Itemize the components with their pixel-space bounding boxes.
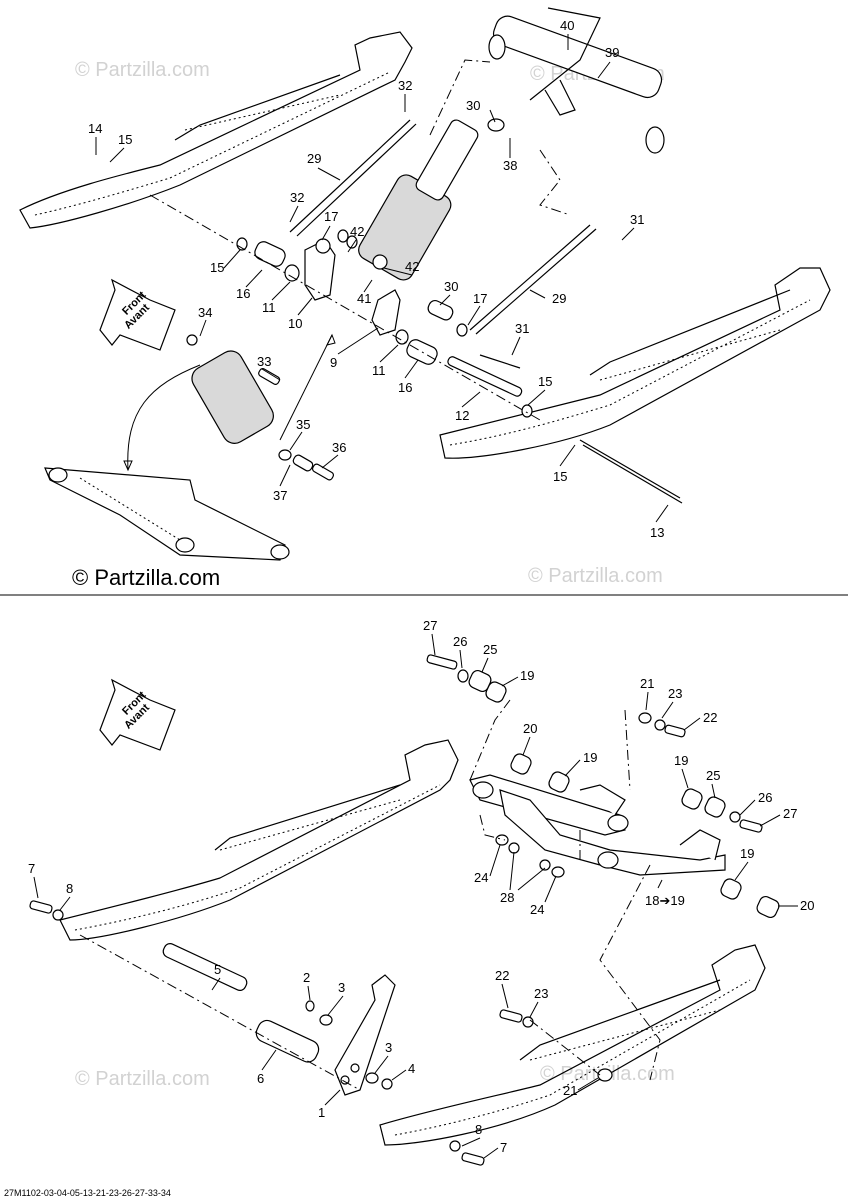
watermark-bottom-left: © Partzilla.com	[75, 1068, 210, 1090]
callout: 6	[257, 1071, 264, 1086]
callout: 34	[198, 305, 212, 320]
callout: 7	[500, 1140, 507, 1155]
callout: 27	[423, 618, 437, 633]
callout: 39	[605, 45, 619, 60]
callouts-top: 40 39 32 30 38 14 15 29 32 17 42 31 15 1…	[88, 18, 664, 540]
callout: 20	[523, 721, 537, 736]
callout: 5	[214, 962, 221, 977]
centerlines-bottom	[79, 699, 661, 1091]
callout: 1	[318, 1105, 325, 1120]
callouts-bottom: 27 26 25 19 21 23 22 20 19 19 25 26 27 2…	[28, 618, 814, 1155]
callout: 32	[290, 190, 304, 205]
callout: 15	[553, 469, 567, 484]
callout: 17	[473, 291, 487, 306]
rod-29-right	[469, 224, 591, 331]
rod-29-left	[289, 119, 411, 233]
right-rail-top	[439, 267, 831, 459]
watermark-top-left: © Partzilla.com	[75, 59, 210, 81]
callout: 3	[385, 1040, 392, 1055]
footer-code: 27M1102-03-04-05-13-21-23-26-27-33-34	[4, 1188, 171, 1198]
bracket-1	[305, 974, 396, 1096]
callout: 30	[466, 98, 480, 113]
callout: 21	[640, 676, 654, 691]
callout: 37	[273, 488, 287, 503]
callout: 10	[288, 316, 302, 331]
callout: 8	[66, 881, 73, 896]
callout: 31	[515, 321, 529, 336]
callout: 29	[552, 291, 566, 306]
left-rail-bottom	[59, 739, 459, 941]
callout: 27	[783, 806, 797, 821]
callout: 9	[330, 355, 337, 370]
callout: 8	[475, 1122, 482, 1137]
callout: 31	[630, 212, 644, 227]
front-arrow-bottom: Front Avant	[99, 678, 176, 751]
axle-tubes-bottom	[162, 943, 320, 1063]
callout: 40	[560, 18, 574, 33]
bushings-bottom	[426, 654, 780, 919]
rear-arm-sketch	[44, 364, 290, 561]
callout: 7	[28, 861, 35, 876]
callout: 22	[495, 968, 509, 983]
watermark-mid-right: © Partzilla.com	[528, 565, 663, 587]
callout: 32	[398, 78, 412, 93]
callout: 15	[118, 132, 132, 147]
callout: 19	[520, 668, 534, 683]
leaders-top	[95, 34, 669, 523]
callout: 14	[88, 121, 102, 136]
callout: 38	[503, 158, 517, 173]
callout: 42	[405, 259, 419, 274]
upper-crossbar	[488, 7, 665, 154]
callout: 17	[324, 209, 338, 224]
callout: 41	[357, 291, 371, 306]
callout: 16	[398, 380, 412, 395]
rear-shock	[186, 333, 336, 481]
watermark-main: © Partzilla.com	[72, 565, 220, 590]
callout: 15	[210, 260, 224, 275]
right-rail-bottom	[379, 944, 766, 1146]
callout: 24	[474, 870, 488, 885]
callout: 25	[483, 642, 497, 657]
callout: 18➔19	[645, 893, 685, 908]
left-rail-top	[19, 31, 413, 229]
callout: 4	[408, 1061, 415, 1076]
callout: 19	[740, 846, 754, 861]
callout: 12	[455, 408, 469, 423]
callout: 29	[307, 151, 321, 166]
callout: 22	[703, 710, 717, 725]
leaders-bottom	[33, 633, 798, 1159]
callout: 13	[650, 525, 664, 540]
callout: 15	[538, 374, 552, 389]
callout: 25	[706, 768, 720, 783]
callout: 26	[453, 634, 467, 649]
callout: 24	[530, 902, 544, 917]
callout: 11	[372, 363, 386, 378]
callout: 23	[668, 686, 682, 701]
callout: 19	[583, 750, 597, 765]
callout: 33	[257, 354, 271, 369]
callout: 30	[444, 279, 458, 294]
callout: 26	[758, 790, 772, 805]
callout: 23	[534, 986, 548, 1001]
callout: 2	[303, 970, 310, 985]
callout: 21	[563, 1083, 577, 1098]
rear-arm-assembly	[469, 774, 726, 876]
callout: 28	[500, 890, 514, 905]
callout: 36	[332, 440, 346, 455]
center-axle-parts	[236, 229, 683, 504]
callout: 42	[350, 224, 364, 239]
callout: 19	[674, 753, 688, 768]
callout: 3	[338, 980, 345, 995]
callout: 20	[800, 898, 814, 913]
bolts-bottom	[29, 900, 613, 1166]
centerline-top	[149, 194, 541, 421]
callout: 35	[296, 417, 310, 432]
front-arrow-top: Front Avant	[99, 278, 176, 351]
callout: 16	[236, 286, 250, 301]
callout: 11	[262, 300, 276, 315]
